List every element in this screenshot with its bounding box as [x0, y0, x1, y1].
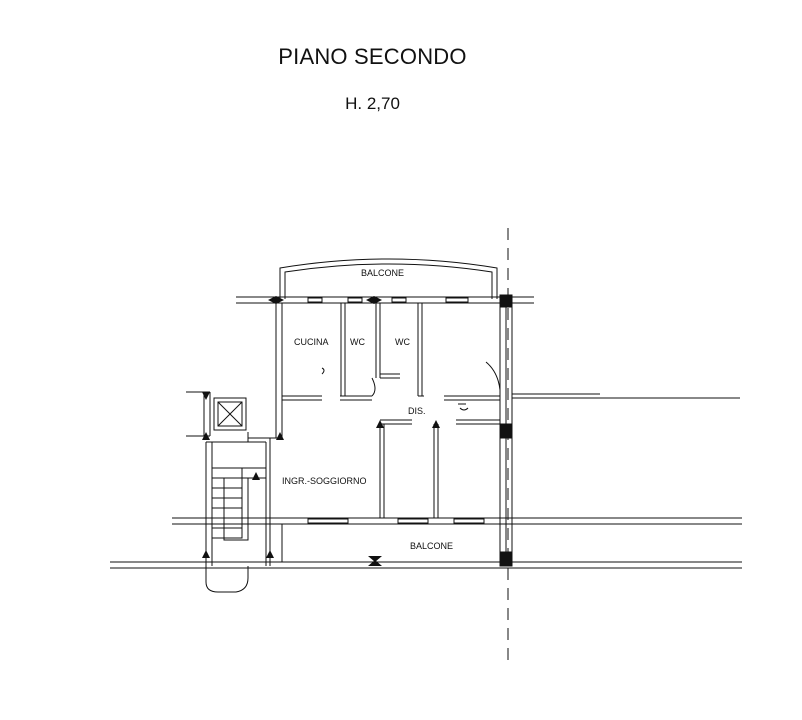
room-label-wc-1: WC	[350, 337, 365, 347]
column-bottom-right	[499, 551, 513, 567]
entrance-bay	[205, 566, 249, 593]
ceiling-height-label: H. 2,70	[345, 94, 400, 113]
balcony-top-outline	[279, 258, 498, 299]
room-label-balcone-top: BALCONE	[361, 268, 404, 278]
staircase	[211, 467, 243, 539]
plan-title: PIANO SECONDO	[278, 44, 467, 69]
column-mid-right	[499, 423, 513, 439]
room-label-wc-2: WC	[395, 337, 410, 347]
room-label-cucina: CUCINA	[294, 337, 329, 347]
room-label-balcone-bottom: BALCONE	[410, 541, 453, 551]
room-label-soggiorno: INGR.-SOGGIORNO	[282, 476, 367, 486]
room-label-dis: DIS.	[408, 406, 426, 416]
lift-shaft	[213, 397, 247, 431]
